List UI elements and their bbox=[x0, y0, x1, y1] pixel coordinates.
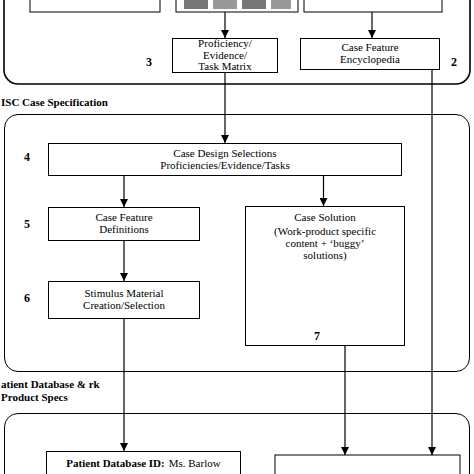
thumbnail-image bbox=[184, 0, 208, 9]
panel-heading: ISC Case Specification bbox=[1, 96, 151, 109]
thumbnail-image bbox=[213, 0, 237, 9]
box-text: Proficiency/ Evidence/ Task Matrix bbox=[194, 38, 256, 74]
box-text: Ms. Barlow bbox=[169, 458, 221, 470]
callout-number: 5 bbox=[24, 217, 30, 232]
flow-arrow bbox=[123, 176, 124, 207]
box-text: Case Design Selections Proficiencies/Evi… bbox=[145, 148, 305, 172]
box-text: Case Feature Definitions bbox=[79, 212, 169, 236]
process-box: Case Solution (Work-product specific cont… bbox=[245, 206, 405, 346]
cropped-box bbox=[304, 0, 442, 12]
flow-arrow bbox=[224, 73, 225, 143]
flow-arrow bbox=[344, 345, 345, 455]
thumbnail-image bbox=[242, 0, 266, 9]
process-box: Case Feature Encyclopedia bbox=[300, 38, 440, 70]
flow-arrow bbox=[123, 241, 124, 281]
section-panel bbox=[4, 0, 470, 84]
cropped-box bbox=[275, 455, 460, 474]
cropped-box bbox=[30, 0, 160, 12]
process-box: Case Feature Definitions bbox=[48, 207, 200, 241]
flow-arrow bbox=[323, 176, 324, 206]
flow-arrow bbox=[123, 319, 124, 451]
cropped-box bbox=[176, 0, 298, 12]
callout-number: 7 bbox=[314, 329, 320, 344]
flow-arrow bbox=[431, 70, 432, 455]
callout-number: 6 bbox=[24, 291, 30, 306]
box-text: (Work-product specific content + ‘buggy’… bbox=[266, 226, 384, 262]
flow-arrow bbox=[371, 12, 372, 38]
callout-number: 2 bbox=[451, 55, 457, 70]
box-text: Patient Database ID: bbox=[66, 458, 164, 470]
box-text: Stimulus Material Creation/Selection bbox=[74, 288, 174, 312]
process-box: Proficiency/ Evidence/ Task Matrix bbox=[172, 38, 278, 73]
callout-number: 4 bbox=[24, 150, 30, 165]
thumbnail-image bbox=[271, 0, 291, 9]
callout-number: 3 bbox=[146, 55, 152, 70]
section-panel: ISC Case SpecificationCase Design Select… bbox=[4, 114, 470, 372]
section-panel: atient Database & rk Product SpecsPatien… bbox=[4, 413, 470, 474]
database-box: Patient Database ID: Ms. Barlow bbox=[46, 451, 241, 474]
box-text: Case Solution bbox=[294, 212, 355, 224]
box-text: Case Feature Encyclopedia bbox=[325, 42, 415, 66]
process-box: Case Design Selections Proficiencies/Evi… bbox=[48, 143, 402, 176]
process-box: Stimulus Material Creation/Selection bbox=[48, 281, 200, 319]
panel-heading: atient Database & rk Product Specs bbox=[1, 378, 105, 403]
flow-arrow bbox=[224, 12, 225, 38]
